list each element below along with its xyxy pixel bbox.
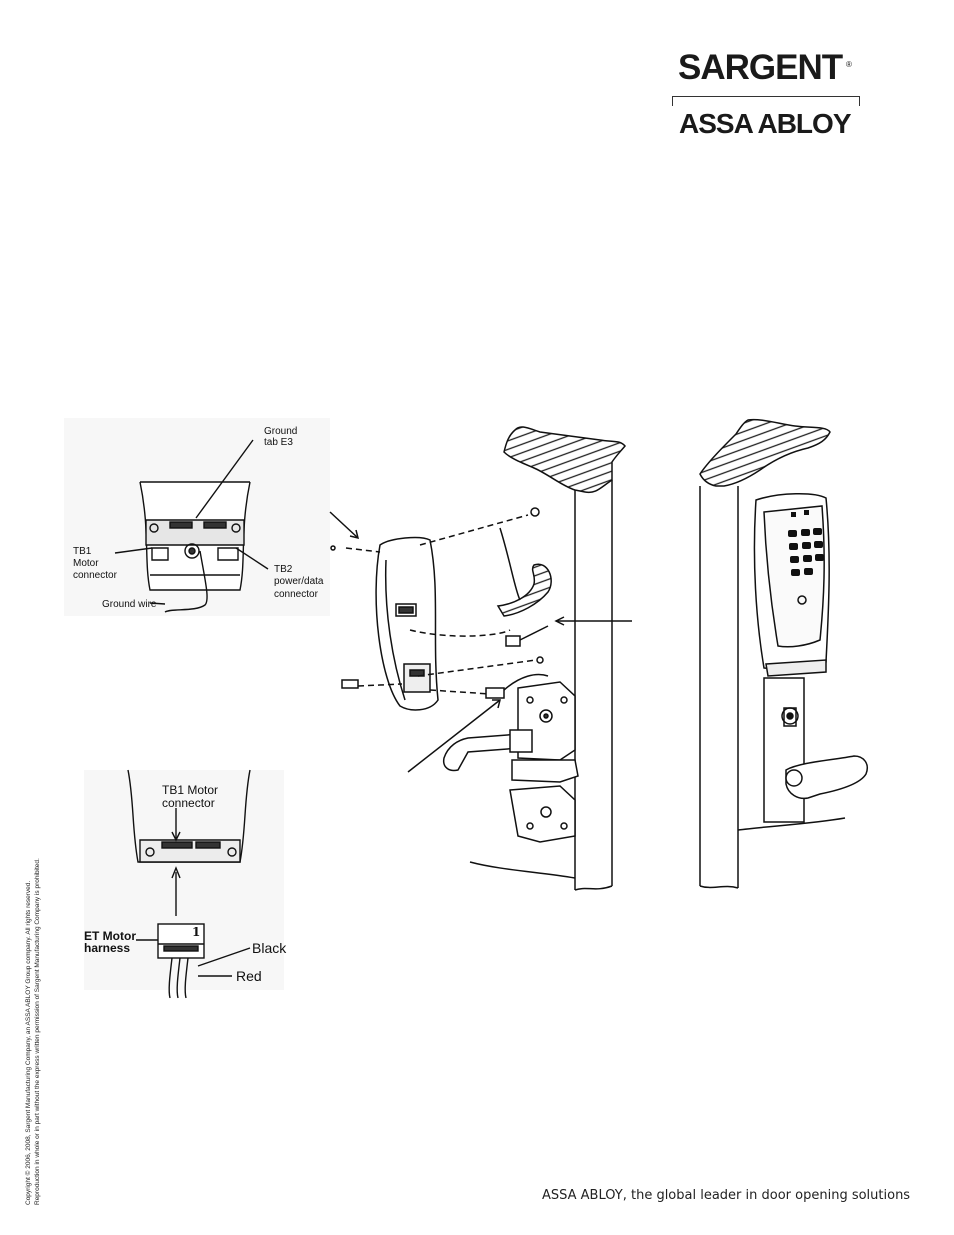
copyright-line-1: Copyright © 2006, 2008, Sargent Manufact… [25,880,32,1205]
assa-abloy-logo: ASSA ABLOY [679,108,851,139]
tb2-label-2: power/data [274,576,324,587]
tb1-motor-label-1: TB1 Motor [162,783,219,797]
tb1-label-2: Motor [73,558,99,569]
copyright-notice: Copyright © 2006, 2008, Sargent Manufact… [24,785,42,1205]
footer-tagline: ASSA ABLOY, the global leader in door op… [542,1188,911,1203]
ground-tab-label-2: tab E3 [264,437,293,448]
connector-detail-top [64,418,330,616]
tb1-motor-label-2: connector [162,796,215,810]
red-wire-label: Red [236,968,262,984]
ground-wire-label: Ground wire [102,599,157,610]
registered-mark: ® [846,60,852,69]
et-motor-label-1: ET Motor [84,929,136,943]
connector-detail-bottom [84,769,284,999]
tb1-label-1: TB1 [73,546,92,557]
ground-tab-label-1: Ground [264,426,298,437]
sargent-logo: SARGENT [678,48,843,87]
tb1-label-3: connector [73,570,117,581]
tb2-label-1: TB2 [274,564,293,575]
tb2-label-3: connector [274,589,318,600]
black-wire-label: Black [252,940,287,956]
harness-number: 1 [192,925,201,939]
logo-divider [672,96,860,106]
et-motor-label-2: harness [84,941,131,955]
copyright-line-2: Reproduction in whole or in part without… [34,858,41,1205]
door-exploded-view [329,426,632,891]
door-assembled-view [699,418,868,889]
